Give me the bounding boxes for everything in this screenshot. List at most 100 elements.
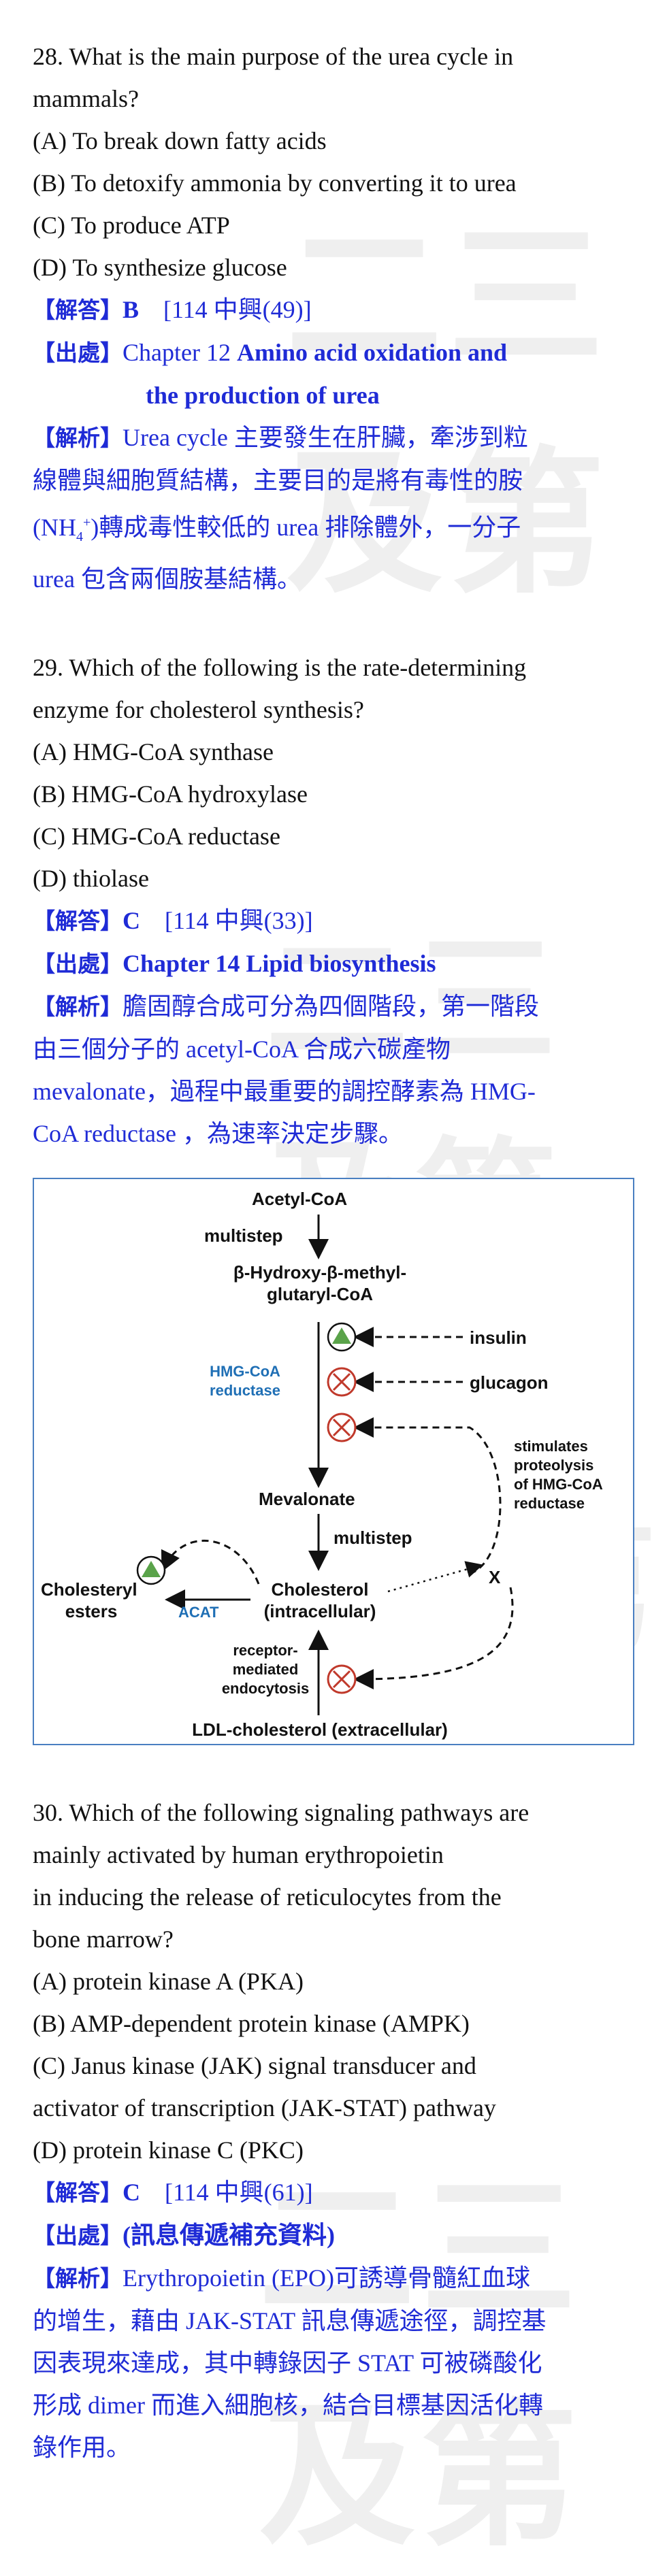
ammonium-formula: (NH <box>33 514 76 541</box>
insulin-label: insulin <box>470 1327 527 1349</box>
glucagon-label: glucagon <box>470 1372 549 1393</box>
explanation-text: Erythropoietin (EPO)可誘導骨髓紅血球 <box>123 2264 530 2292</box>
cholesterol-feedback-dashed <box>161 1540 260 1585</box>
source-line: 【出處】Chapter 14 Lipid biosynthesis <box>33 942 638 985</box>
source-line: 【出處】(訊息傳遞補充資料) <box>33 2214 638 2257</box>
source-tag: 【出處】 <box>33 951 123 978</box>
option-d: (D) To synthesize glucose <box>33 254 287 281</box>
pathway-diagram <box>136 1215 514 1716</box>
explanation-text: 錄作用。 <box>33 2434 131 2462</box>
option-a: (A) To break down fatty acids <box>33 127 327 154</box>
of-hmg-coa-label: of HMG-CoA <box>514 1476 603 1493</box>
cholesterol-regulation-figure: Acetyl-CoA multistep β-Hydroxy-β-methyl-… <box>33 1178 634 1746</box>
option-b: (B) AMP-dependent protein kinase (AMPK) <box>33 2010 470 2038</box>
question-stem: enzyme for cholesterol synthesis? <box>33 696 364 724</box>
option-c: (C) HMG-CoA reductase <box>33 823 280 851</box>
reductase-label: reductase <box>514 1495 585 1513</box>
source-line: 【出處】Chapter 12 Amino acid oxidation and <box>33 331 638 374</box>
source-title-continued: the production of urea <box>146 382 380 409</box>
explanation-tag: 【解析】 <box>33 2265 123 2292</box>
explanation: 【解析】膽固醇合成可分為四個階段，第一階段 由三個分子的 acetyl-CoA … <box>33 985 638 1155</box>
answer-line: 【解答】C [114 中興(61)] <box>33 2171 638 2214</box>
document-body: 28. What is the main purpose of the urea… <box>33 35 638 2515</box>
ldl-cholesterol-label: LDL-cholesterol (extracellular) <box>192 1719 448 1740</box>
hmg-coa-reductase-label-line1: HMG-CoA <box>210 1363 280 1381</box>
explanation-text: 轉成毒性較低的 urea 排除體外，一分子 <box>99 514 521 541</box>
answer-value: B <box>123 296 140 323</box>
answer-tag: 【解答】 <box>33 908 123 935</box>
option-d: (D) thiolase <box>33 865 149 893</box>
answer-reference: [114 中興(49)] <box>163 296 312 323</box>
endocytosis-inhibition-symbol <box>327 1664 357 1694</box>
source-tag: 【出處】 <box>33 2222 123 2249</box>
question-stem: mainly activated by human erythropoietin <box>33 1841 444 1869</box>
answer-tag: 【解答】 <box>33 2179 123 2207</box>
hmg-coa-reductase-label-line2: reductase <box>210 1382 280 1400</box>
explanation-text: 的增生，藉由 JAK-STAT 訊息傳遞途徑，調控基 <box>33 2307 547 2335</box>
cholesteryl-esters-label-line2: esters <box>65 1601 118 1622</box>
x-mark: X <box>489 1567 501 1588</box>
explanation-tag: 【解析】 <box>33 425 123 451</box>
option-b: (B) To detoxify ammonia by converting it… <box>33 169 517 197</box>
source-title: Amino acid oxidation and <box>236 339 508 366</box>
option-d: (D) protein kinase C (PKC) <box>33 2136 304 2164</box>
multistep-label-2: multistep <box>334 1528 412 1549</box>
ammonium-close: ) <box>91 514 99 541</box>
source-title: Chapter 14 Lipid biosynthesis <box>123 950 436 978</box>
cholesterol-label-line1: Cholesterol <box>271 1579 369 1600</box>
explanation-text: urea 包含兩個胺基結構。 <box>33 565 302 593</box>
mediated-label: mediated <box>232 1661 299 1679</box>
acetyl-coa-label: Acetyl-CoA <box>252 1189 348 1210</box>
question-stem: 29. Which of the following is the rate-d… <box>33 654 527 682</box>
hmg-coa-label-line2: glutaryl-CoA <box>267 1284 373 1305</box>
source-chapter: Chapter 12 <box>123 339 237 366</box>
answer-reference: [114 中興(61)] <box>165 2179 313 2207</box>
insulin-activation-symbol <box>327 1322 357 1352</box>
cholesteryl-esters-label-line1: Cholesteryl <box>41 1579 137 1600</box>
option-a: (A) protein kinase A (PKA) <box>33 1968 304 1996</box>
explanation: 【解析】Urea cycle 主要發生在肝臟，牽涉到粒 線體與細胞質結構，主要目… <box>33 416 638 600</box>
explanation-tag: 【解析】 <box>33 993 123 1021</box>
x-to-endocytosis-dashed <box>353 1587 514 1690</box>
question-stem: bone marrow? <box>33 1926 174 1953</box>
glucagon-inhibition-symbol <box>327 1367 357 1397</box>
explanation-text: 線體與細胞質結構，主要目的是將有毒性的胺 <box>33 467 523 494</box>
stimulates-dashed-path <box>353 1417 502 1575</box>
option-c: (C) Janus kinase (JAK) signal transducer… <box>33 2052 476 2080</box>
source-title: (訊息傳遞補充資料) <box>123 2222 335 2249</box>
option-b: (B) HMG-CoA hydroxylase <box>33 780 308 808</box>
stimulates-label: stimulates <box>514 1438 588 1455</box>
ammonium-superscript: + <box>82 515 91 530</box>
explanation-text: 形成 dimer 而進入細胞核，結合目標基因活化轉 <box>33 2392 543 2420</box>
mevalonate-label: Mevalonate <box>259 1489 355 1510</box>
source-tag: 【出處】 <box>33 340 123 366</box>
answer-reference: [114 中興(33)] <box>165 907 313 935</box>
option-a: (A) HMG-CoA synthase <box>33 738 274 766</box>
acat-label: ACAT <box>178 1604 219 1621</box>
answer-value: C <box>123 2179 140 2207</box>
explanation-text: 因表現來達成，其中轉錄因子 STAT 可被磷酸化 <box>33 2349 542 2377</box>
question-stem: 28. What is the main purpose of the urea… <box>33 43 514 70</box>
proteolysis-label: proteolysis <box>514 1457 594 1474</box>
question-stem: 30. Which of the following signaling pat… <box>33 1799 530 1827</box>
explanation-text: 膽固醇合成可分為四個階段，第一階段 <box>123 993 540 1021</box>
proteolysis-inhibition-symbol <box>327 1413 357 1442</box>
question-29: 29. Which of the following is the rate-d… <box>33 646 638 1746</box>
option-c-continued: activator of transcription (JAK-STAT) pa… <box>33 2094 496 2122</box>
answer-value: C <box>123 907 140 935</box>
acat-activation-symbol <box>136 1555 166 1585</box>
explanation-text: 由三個分子的 acetyl-CoA 合成六碳產物 <box>33 1036 451 1063</box>
answer-tag: 【解答】 <box>33 297 123 323</box>
endocytosis-label: endocytosis <box>221 1680 310 1698</box>
cholesterol-label-line2: (intracellular) <box>263 1601 376 1622</box>
explanation: 【解析】Erythropoietin (EPO)可誘導骨髓紅血球 的增生，藉由 … <box>33 2257 638 2468</box>
question-30: 30. Which of the following signaling pat… <box>33 1791 638 2468</box>
option-c: (C) To produce ATP <box>33 212 230 239</box>
explanation-text: CoA reductase ，為速率決定步驟。 <box>33 1120 403 1148</box>
ammonium-subscript: 4 <box>76 529 83 545</box>
question-stem: mammals? <box>33 85 139 112</box>
answer-line: 【解答】B [114 中興(49)] <box>33 288 638 331</box>
question-28: 28. What is the main purpose of the urea… <box>33 35 638 600</box>
question-stem: in inducing the release of reticulocytes… <box>33 1883 502 1911</box>
answer-line: 【解答】C [114 中興(33)] <box>33 899 638 942</box>
